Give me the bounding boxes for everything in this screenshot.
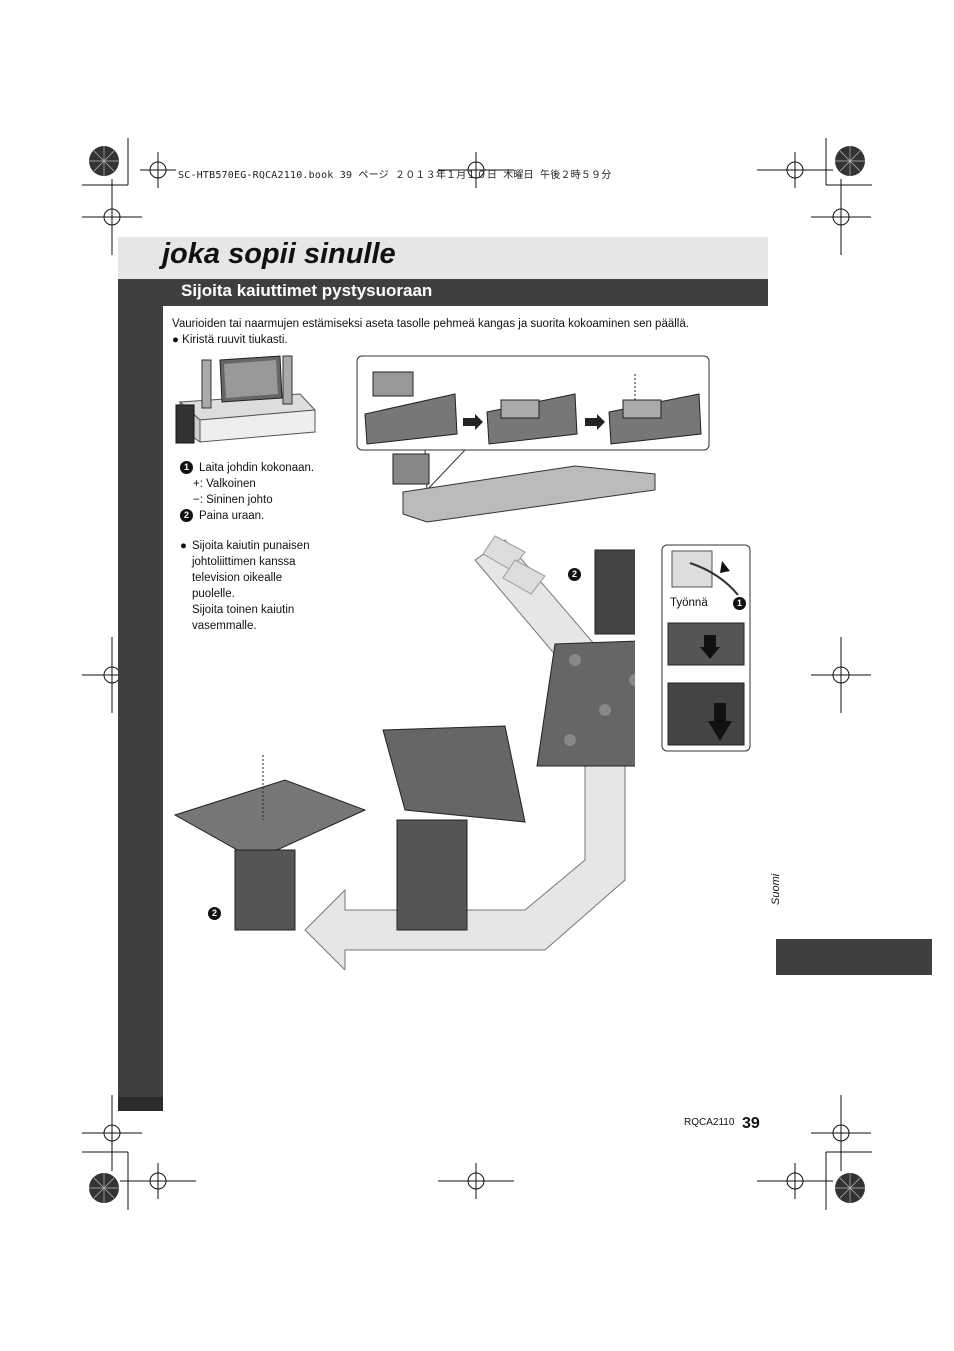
bracket-assembly-figure bbox=[356, 355, 710, 523]
page-title: joka sopii sinulle bbox=[162, 238, 396, 270]
left-sidebar-foot bbox=[118, 1097, 163, 1111]
step-1-plus: +: Valkoinen bbox=[193, 476, 256, 492]
step-1-minus: −: Sininen johto bbox=[193, 492, 273, 508]
callout-2-badge-bottom: 2 bbox=[208, 907, 221, 920]
note-bullet-text: Sijoita kaiutin punaisen johtoliittimen … bbox=[191, 540, 310, 600]
section-subtitle: Sijoita kaiuttimet pystysuoraan bbox=[181, 281, 433, 300]
step-text: Paina uraan. bbox=[199, 510, 265, 522]
step-2: 2 Paina uraan. bbox=[180, 508, 264, 524]
assembly-flow-figure bbox=[173, 535, 635, 970]
intro-bullet-text: Kiristä ruuvit tiukasti. bbox=[182, 334, 288, 346]
step-text: −: Sininen johto bbox=[193, 494, 273, 506]
step-1: 1 Laita johdin kokonaan. bbox=[180, 460, 314, 476]
note-second-text: Sijoita toinen kaiutin vasemmalle. bbox=[192, 604, 295, 632]
step-text: Laita johdin kokonaan. bbox=[199, 462, 315, 474]
subtitle-band bbox=[163, 279, 768, 306]
doc-id: RQCA2110 bbox=[684, 1117, 735, 1128]
page-number: 39 bbox=[742, 1115, 760, 1132]
callout-2-badge: 2 bbox=[568, 568, 581, 581]
callout-1-badge: 1 bbox=[733, 597, 746, 610]
step-text: +: Valkoinen bbox=[193, 478, 256, 490]
wire-insertion-callout bbox=[661, 544, 751, 752]
step-number-badge: 2 bbox=[180, 509, 193, 523]
print-header: SC-HTB570EG-RQCA2110.book 39 ページ ２０１３年１月… bbox=[178, 170, 612, 181]
language-tab bbox=[776, 939, 932, 975]
intro-bullet: ● Kiristä ruuvit tiukasti. bbox=[172, 334, 288, 346]
step-number-badge: 1 bbox=[180, 461, 193, 475]
left-sidebar-bar bbox=[118, 279, 163, 1111]
title-band bbox=[118, 237, 768, 279]
placement-note: ● Sijoita kaiutin punaisen johtoliittime… bbox=[180, 540, 310, 632]
push-label: Työnnä bbox=[670, 597, 708, 609]
tv-setup-illustration bbox=[175, 355, 317, 444]
language-side-label: Suomi bbox=[770, 873, 782, 905]
intro-text: Vaurioiden tai naarmujen estämiseksi ase… bbox=[172, 318, 689, 330]
